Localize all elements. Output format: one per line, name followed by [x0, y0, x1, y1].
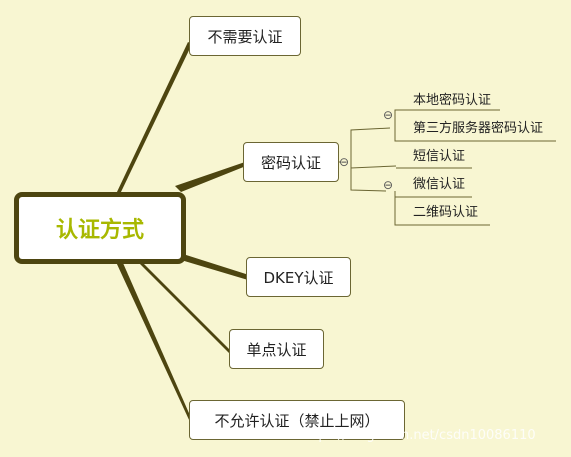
- connector-root-to-deny: [116, 262, 192, 422]
- leaf-qrcode[interactable]: 二维码认证: [413, 205, 479, 220]
- leaf-sms[interactable]: 短信认证: [413, 149, 466, 164]
- leaf-third-party-password[interactable]: 第三方服务器密码认证: [413, 121, 544, 136]
- branch-deny-auth[interactable]: 不允许认证（禁止上网）: [189, 400, 405, 440]
- connector-root-to-password: [175, 162, 246, 192]
- connector-root-to-no-auth: [116, 42, 192, 194]
- branch-password-auth[interactable]: 密码认证: [243, 142, 339, 182]
- collapse-group2-toggle[interactable]: ⊖: [383, 178, 394, 192]
- leaf-local-password[interactable]: 本地密码认证: [413, 93, 492, 108]
- branch-dkey-auth[interactable]: DKEY认证: [246, 257, 351, 297]
- leaf-wechat[interactable]: 微信认证: [413, 177, 466, 192]
- collapse-password-toggle[interactable]: ⊖: [339, 155, 350, 169]
- connector-root-to-sso: [138, 262, 232, 354]
- bracket-group2: [394, 191, 490, 226]
- root-node[interactable]: 认证方式: [14, 192, 186, 264]
- collapse-group1-toggle[interactable]: ⊖: [383, 108, 394, 122]
- branch-sso-auth[interactable]: 单点认证: [229, 329, 324, 369]
- bracket-group1: [394, 109, 556, 142]
- branch-no-auth[interactable]: 不需要认证: [189, 16, 301, 56]
- watermark: https://blog.csdn.net/csdn10086110: [300, 428, 536, 443]
- connector-root-to-dkey: [181, 254, 249, 280]
- bracket-password-children: [350, 127, 397, 192]
